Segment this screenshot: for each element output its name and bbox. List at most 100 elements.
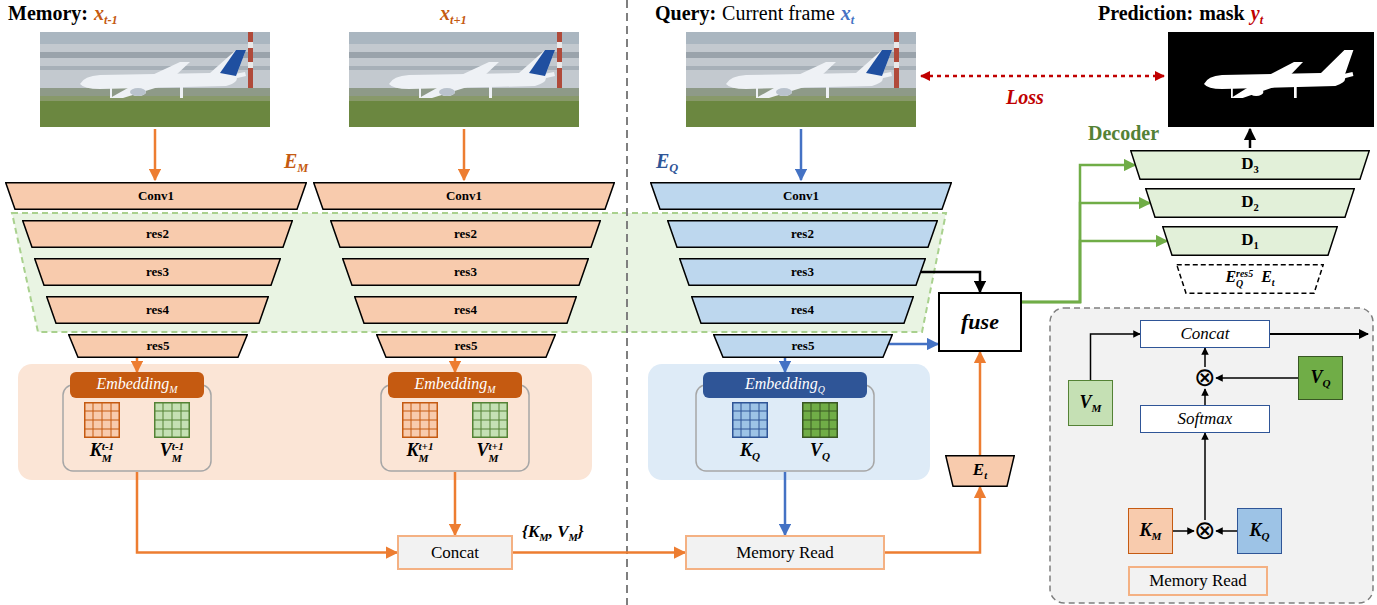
label-text: t+1 — [418, 441, 433, 453]
grid-line — [732, 420, 768, 421]
grid-line — [84, 429, 120, 430]
product-symbol: ⊗ — [1194, 367, 1216, 389]
label-text: Query: — [655, 2, 716, 24]
grid-cell — [85, 403, 120, 438]
key-box: KM — [1128, 508, 1173, 554]
text-holder: Concat — [399, 537, 511, 568]
label-text: res5 — [792, 338, 815, 353]
label-text: res3 — [146, 264, 169, 279]
label-text: mask — [1199, 2, 1245, 24]
label-text: Conv1 — [783, 188, 819, 203]
label-text: Current frame — [722, 2, 835, 24]
input-arrow — [800, 129, 803, 180]
input-arrow — [154, 129, 157, 180]
key-box: KQ — [1237, 508, 1282, 554]
label-text: Q — [1236, 279, 1253, 289]
caption-line: {KM, VM} — [522, 522, 584, 544]
text-line: res5 — [792, 339, 815, 354]
arrow-connector — [1091, 334, 1141, 380]
label-text: res4 — [146, 302, 169, 317]
label-text: res4 — [791, 302, 814, 317]
text-holder: res4 — [46, 296, 269, 324]
label-text: 1 — [1254, 240, 1259, 251]
grid-line — [472, 420, 508, 421]
text-line: res4 — [791, 303, 814, 318]
trapezoid-shape — [343, 259, 589, 286]
label-text: ⊗ — [1194, 362, 1216, 392]
text-line: Conv1 — [138, 189, 174, 204]
arrow-connector — [1204, 433, 1206, 520]
softmax-box: Softmax — [1140, 405, 1270, 433]
text-holder: Conv1 — [650, 182, 952, 210]
label-text: M — [488, 453, 503, 465]
trapezoid-shape — [314, 183, 615, 210]
encoder-layer: res4 — [354, 296, 577, 324]
label-text: res5 — [1236, 269, 1253, 279]
label-text: D — [1241, 192, 1253, 211]
query-frame-photo — [686, 32, 916, 127]
label-text: K — [406, 440, 418, 460]
trapezoid-shape — [680, 259, 926, 286]
label-text: M — [418, 453, 433, 465]
label-text: Softmax — [1178, 409, 1233, 428]
label-text: Embedding — [414, 375, 487, 392]
encoder-layer: Conv1 — [5, 182, 307, 210]
text-holder: res3 — [34, 258, 281, 286]
label-text: Decoder — [1088, 122, 1159, 144]
encoder-layer: res2 — [330, 220, 601, 248]
caption-line: EM — [284, 150, 308, 176]
grid-line — [402, 429, 438, 430]
mask-image — [1168, 32, 1374, 127]
text-holder: res2 — [22, 220, 293, 248]
label-text: Q — [752, 450, 760, 462]
label-text: Conv1 — [138, 188, 174, 203]
text-line: VQ — [1310, 367, 1330, 390]
arrow-connector — [784, 472, 787, 535]
text-line: EmbeddingM — [96, 375, 177, 395]
text-holder: Memory Read — [687, 537, 883, 568]
grid-cell — [155, 403, 190, 438]
text-line: res2 — [791, 227, 814, 242]
label-text: V — [160, 440, 172, 460]
text-line: D3 — [1241, 154, 1259, 176]
text-holder: D2 — [1145, 188, 1355, 218]
trapezoid-shape — [1163, 227, 1338, 256]
text-holder: res3 — [679, 258, 926, 286]
arrow-connector — [885, 487, 980, 553]
arrow-connector — [889, 343, 938, 346]
embedding-header: EmbeddingM — [70, 372, 204, 398]
value-map: Vt-1M — [142, 402, 202, 466]
text-line: Kt-1M — [90, 440, 114, 464]
trapezoid-shape — [23, 221, 293, 248]
caption-line: Loss — [1006, 86, 1044, 109]
input-arrow — [463, 129, 466, 180]
text-line: res2 — [454, 227, 477, 242]
concat-box: Concat — [1140, 320, 1270, 348]
label-text: D — [1241, 230, 1253, 249]
script-group: t-1M — [102, 441, 114, 464]
text-holder: res3 — [342, 258, 589, 286]
label-text: M — [102, 453, 114, 465]
decoder-layer: D2 — [1145, 188, 1355, 218]
trapezoid-shape — [668, 221, 938, 248]
value-map: Vt+1M — [460, 402, 520, 466]
label-text: } — [578, 522, 584, 541]
memory-read-box: Memory Read — [685, 535, 885, 570]
text-line: VQ — [810, 440, 830, 463]
label-text: y — [1251, 2, 1260, 24]
text-holder: Kt-1M — [72, 440, 132, 464]
text-line: res5 — [455, 339, 478, 354]
label-text: E — [284, 150, 297, 172]
label-text: E — [1261, 268, 1272, 285]
grid-line — [154, 429, 190, 430]
query-embedding-panel — [648, 364, 930, 480]
label-text: t+1 — [450, 13, 467, 27]
value-box: VQ — [1298, 356, 1343, 400]
text-holder: EmbeddingM — [388, 372, 522, 398]
label-text: M — [1092, 402, 1102, 414]
grid-cell — [403, 403, 438, 438]
grid-line — [111, 402, 112, 438]
text-holder: KQ — [1238, 509, 1281, 553]
label-text: M — [568, 532, 577, 543]
arrow-connector — [1173, 530, 1194, 532]
